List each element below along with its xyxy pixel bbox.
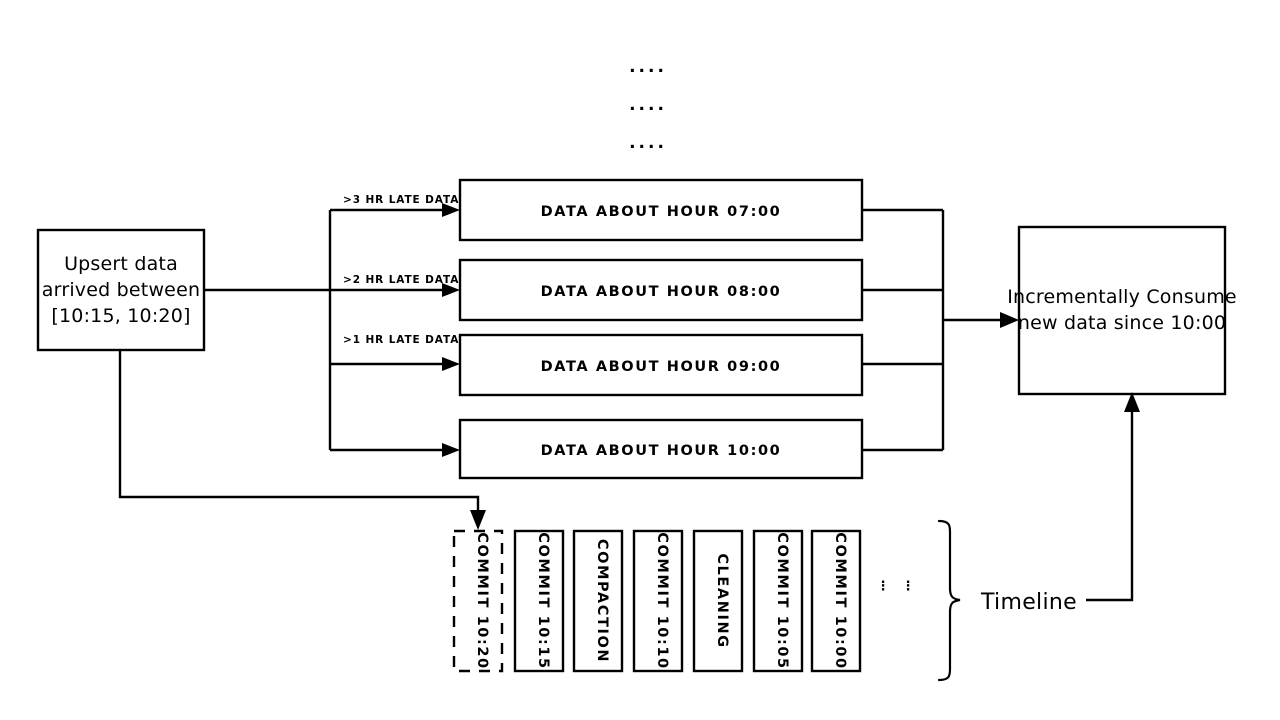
timeline-commit-box-6[interactable] xyxy=(810,529,862,673)
timeline-commit-box-4[interactable] xyxy=(692,529,744,673)
timeline-commit-box-3[interactable] xyxy=(632,529,684,673)
arrowhead-commit-in xyxy=(470,510,486,530)
timeline-commit-box-2[interactable] xyxy=(572,529,624,673)
data-box-hour-08-label: DATA ABOUT HOUR 08:00 xyxy=(541,284,782,300)
edge-label-2hr: >2 HR LATE DATA xyxy=(343,274,459,286)
edge-label-3hr: >3 HR LATE DATA xyxy=(343,194,459,206)
top-ellipsis-row-2: .... xyxy=(629,95,667,115)
source-box-line-1: Upsert data xyxy=(64,253,178,275)
data-box-hour-07-label: DATA ABOUT HOUR 07:00 xyxy=(541,204,782,220)
consume-box-line-1: Incrementally Consume xyxy=(1007,286,1237,308)
connector-source-to-commit xyxy=(118,350,480,516)
timeline-commit-box-1[interactable] xyxy=(513,529,565,673)
timeline-commit-box-0[interactable] xyxy=(452,529,504,673)
timeline-commit-label-6: COMMIT 10:00 xyxy=(832,532,848,670)
timeline-brace xyxy=(937,519,961,682)
arrowhead-branch-2 xyxy=(442,283,460,297)
connector-timeline-to-consume xyxy=(1086,406,1134,602)
timeline-label: Timeline xyxy=(980,590,1077,615)
timeline-ellipsis-2: ⋮ xyxy=(902,579,915,594)
arrowhead-branch-1 xyxy=(442,203,460,217)
data-box-hour-07[interactable] xyxy=(458,178,864,242)
timeline-commit-label-3: COMMIT 10:10 xyxy=(654,532,670,670)
top-ellipsis-row-3: .... xyxy=(629,133,667,153)
data-box-hour-09-label: DATA ABOUT HOUR 09:00 xyxy=(541,359,782,375)
source-box-line-3: [10:15, 10:20] xyxy=(51,305,190,327)
timeline-commit-box-5[interactable] xyxy=(752,529,804,673)
timeline-commit-label-0: COMMIT 10:20 xyxy=(474,532,490,670)
arrowhead-timeline-up xyxy=(1124,392,1140,412)
timeline-commit-label-5: COMMIT 10:05 xyxy=(774,532,790,670)
top-ellipsis-row-1: .... xyxy=(629,57,667,77)
consume-box-line-2: new data since 10:00 xyxy=(1018,312,1226,334)
data-box-hour-10-label: DATA ABOUT HOUR 10:00 xyxy=(541,443,782,459)
timeline-commit-label-2: COMPACTION xyxy=(594,539,610,663)
timeline-ellipsis-1: ⋮ xyxy=(877,579,890,594)
source-box-line-2: arrived between xyxy=(42,279,200,301)
arrowhead-consume-in xyxy=(1000,312,1019,328)
source-box[interactable] xyxy=(36,228,206,352)
arrowhead-branch-3 xyxy=(442,357,460,371)
consume-box[interactable] xyxy=(1017,225,1227,396)
timeline-commit-label-4: CLEANING xyxy=(714,553,730,648)
timeline-commit-label-1: COMMIT 10:15 xyxy=(535,532,551,670)
edge-label-1hr: >1 HR LATE DATA xyxy=(343,334,459,346)
arrowhead-branch-4 xyxy=(442,443,460,457)
